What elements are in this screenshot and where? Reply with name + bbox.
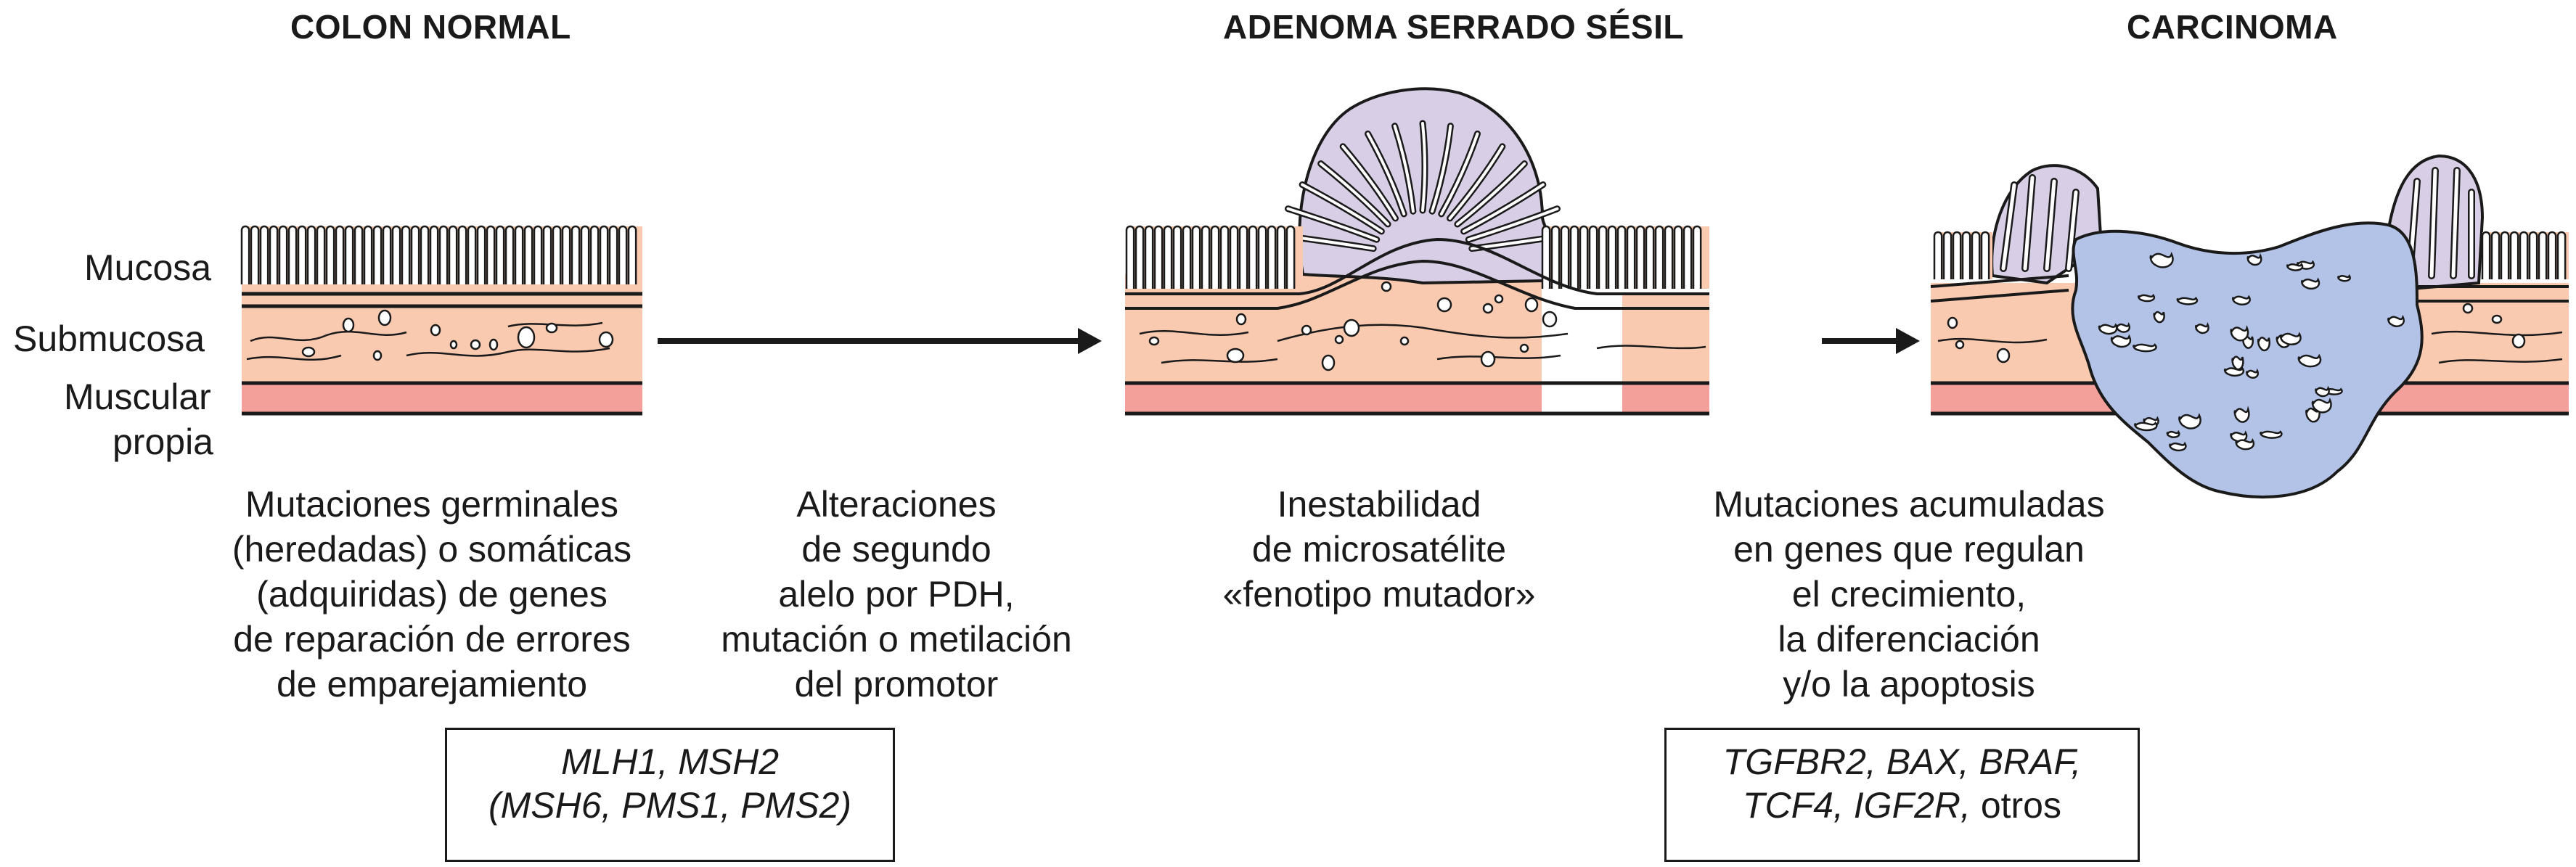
gene-box-growth: TGFBR2, BAX, BRAF, TCF4, IGF2R, otros [1664, 728, 2140, 862]
label-mucosa: Mucosa [84, 247, 212, 288]
carcinoma-tissue [1930, 154, 2569, 498]
gene-list-mmr-line2: (MSH6, PMS1, PMS2) [488, 785, 852, 826]
title-colon-normal: COLON NORMAL [290, 8, 571, 46]
adenoma-tissue-right [1596, 292, 1709, 416]
normal-muscularis [242, 383, 642, 414]
label-muscular: Muscular [64, 377, 211, 417]
gene-list-growth-line2: TCF4, IGF2R, otros [1743, 785, 2061, 826]
text-second-allele: Alteraciones de segundo alelo por PDH, m… [721, 484, 1072, 704]
text-accumulated-mutations: Mutaciones acumuladas en genes que regul… [1713, 484, 2105, 704]
gene-list-growth-line1: TGFBR2, BAX, BRAF, [1722, 741, 2082, 782]
carcinoma-invasive-mass [2071, 221, 2424, 498]
adenoma-muscularis [1125, 383, 1542, 414]
text-germline-mutations: Mutaciones germinales (heredadas) o somá… [232, 484, 632, 704]
gene-box-mmr: MLH1, MSH2 (MSH6, PMS1, PMS2) [445, 728, 895, 862]
carcinoma-mucosa-crypts-left [1933, 231, 1992, 279]
gene-list-mmr-line1: MLH1, MSH2 [560, 741, 780, 782]
progression-arrow-2 [1822, 328, 1920, 354]
label-submucosa: Submucosa [13, 319, 205, 359]
adenoma-mucosa-crypts-right [1541, 225, 1709, 289]
title-adenoma-serrado-sesil: ADENOMA SERRADO SÉSIL [1223, 8, 1684, 46]
text-microsatellite-instability: Inestabilidad de microsatélite «fenotipo… [1222, 484, 1536, 615]
normal-submucosa [242, 306, 642, 383]
adenoma-mucosa-crypts-left [1125, 225, 1303, 289]
normal-mucosa-crypts [240, 225, 642, 284]
adenoma-tissue [1125, 87, 1709, 416]
title-carcinoma: CARCINOMA [2127, 8, 2338, 46]
normal-colon-tissue [240, 225, 642, 416]
carcinoma-mucosa-crypts-right [2481, 231, 2569, 279]
progression-arrow-1 [658, 328, 1102, 354]
label-propia: propia [113, 422, 213, 462]
